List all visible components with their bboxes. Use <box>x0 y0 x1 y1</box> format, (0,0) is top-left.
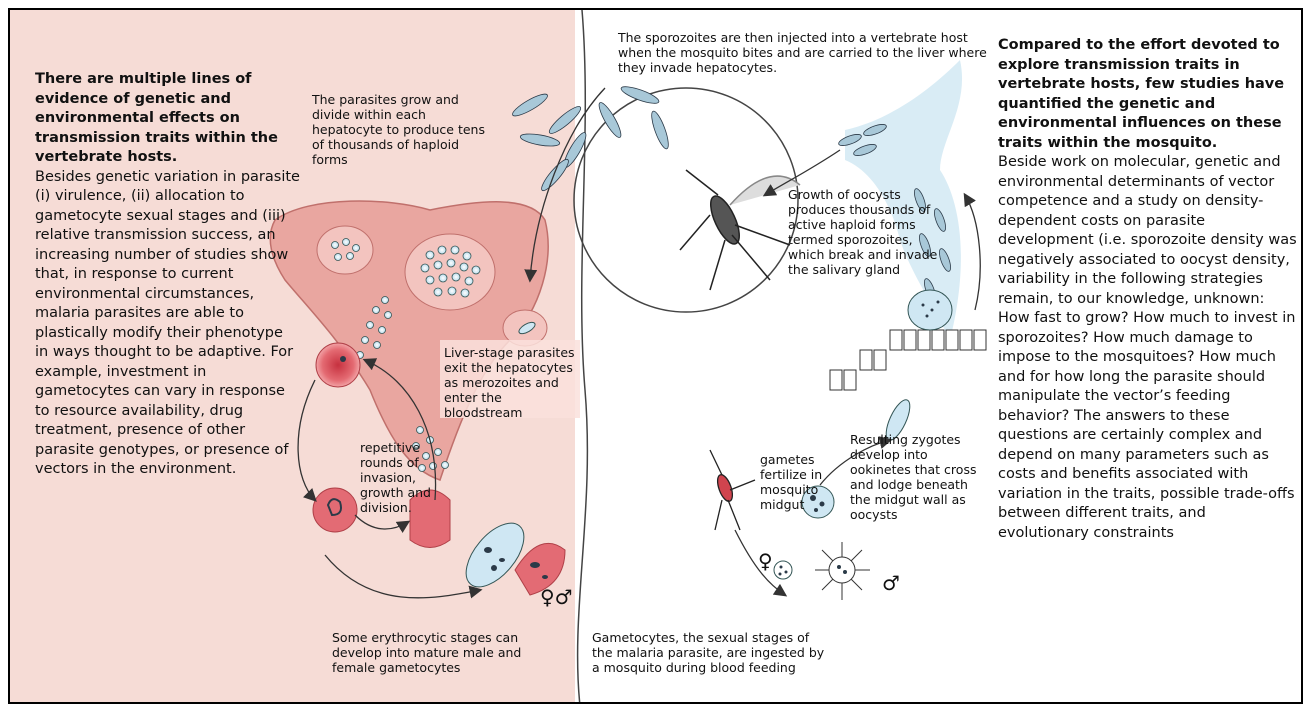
label-sporozoites-injected: The sporozoites are then injected into a… <box>618 30 1003 75</box>
figure-frame: The sporozoites are then injected into a… <box>8 8 1303 704</box>
midgut-wall <box>830 330 986 390</box>
sporozoite-swarm <box>510 83 671 193</box>
right-panel-body: Beside work on molecular, genetic and en… <box>998 153 1298 543</box>
right-panel-heading: Compared to the effort devoted to explor… <box>998 36 1298 153</box>
right-text-panel: Compared to the effort devoted to explor… <box>998 36 1298 543</box>
male-gamete <box>815 542 870 600</box>
oocyst <box>908 290 952 330</box>
left-panel-body: Besides genetic variation in parasite (i… <box>35 168 300 480</box>
label-zygotes-develop: Resulting zygotes develop into ookinetes… <box>850 432 985 522</box>
sex-symbols-left: ♀♂ <box>540 586 573 608</box>
red-blood-cell <box>313 488 357 532</box>
label-parasites-grow: The parasites grow and divide within eac… <box>312 92 492 167</box>
left-panel-heading: There are multiple lines of evidence of … <box>35 70 300 168</box>
left-text-panel: There are multiple lines of evidence of … <box>35 70 300 480</box>
female-symbol: ♀ <box>758 550 773 572</box>
mosquito-icon <box>680 170 800 290</box>
male-symbol: ♂ <box>882 572 900 594</box>
red-blood-cell <box>316 343 360 387</box>
label-gametocytes-ingested: Gametocytes, the sexual stages of the ma… <box>592 630 832 675</box>
label-repetitive-rounds: repetitive rounds of invasion, growth an… <box>360 440 440 515</box>
label-liver-stage: Liver-stage parasites exit the hepatocyt… <box>444 345 584 420</box>
feeding-mosquito-icon <box>710 450 755 530</box>
label-oocyst-growth: Growth of oocysts produces thousands of … <box>788 187 938 277</box>
gametocyte <box>455 513 534 597</box>
label-gametes-fertilize: gametes fertilize in mosquito midgut <box>760 452 830 512</box>
label-erythrocytic-stages: Some erythrocytic stages can develop int… <box>332 630 562 675</box>
